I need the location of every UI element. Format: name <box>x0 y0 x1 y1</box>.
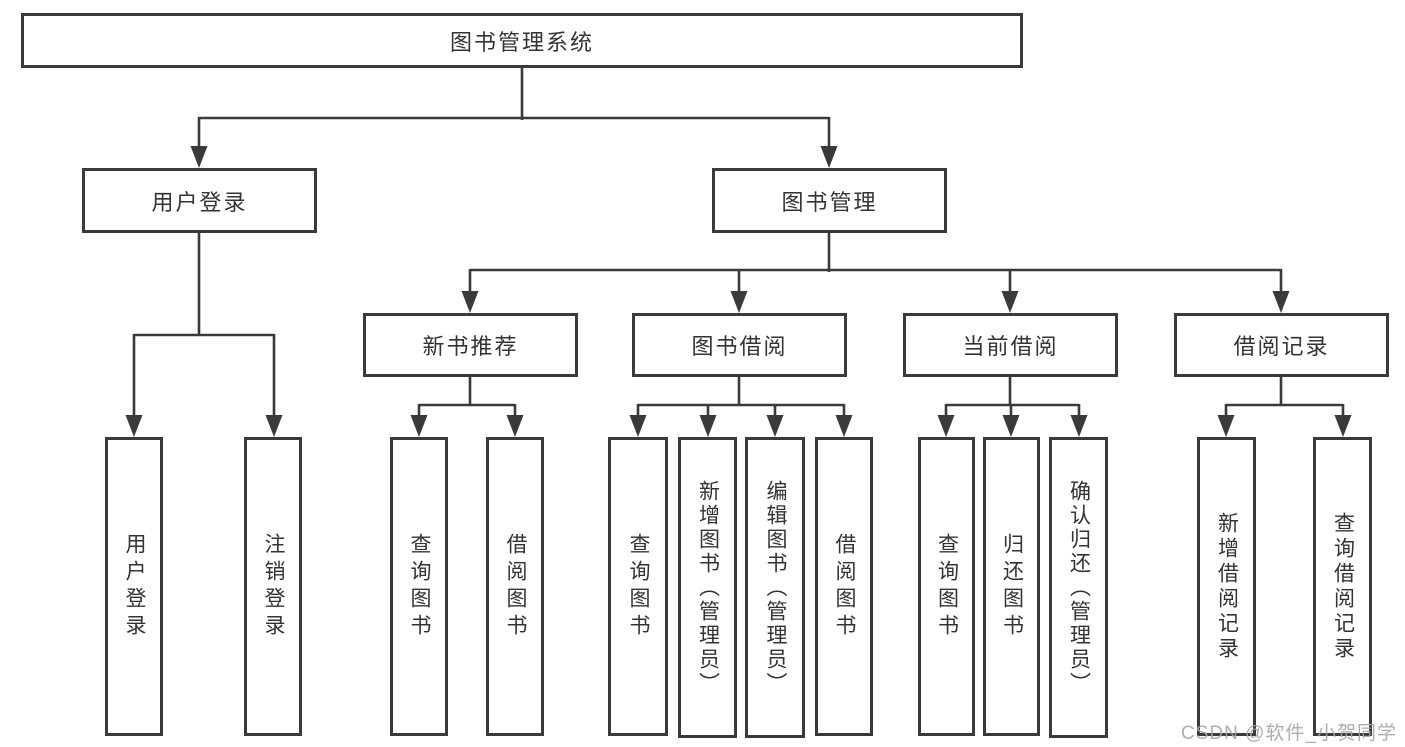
node-recommend-query-books: 查询图书 <box>390 437 448 736</box>
arrowhead-icon <box>1002 415 1020 437</box>
arrowhead-icon <box>937 415 955 437</box>
node-root: 图书管理系统 <box>21 13 1023 68</box>
arrowhead-icon <box>699 415 717 437</box>
arrowhead-icon <box>190 146 208 168</box>
arrowhead-icon <box>1272 291 1290 313</box>
arrowhead-icon <box>730 291 748 313</box>
arrowhead-icon <box>265 415 283 437</box>
node-book-borrow-label: 图书借阅 <box>691 334 788 359</box>
node-borrow-records-label: 借阅记录 <box>1233 334 1330 359</box>
arrowhead-icon <box>1334 415 1352 437</box>
arrowhead-icon <box>1001 291 1019 313</box>
arrowhead-icon <box>506 415 524 437</box>
node-borrow-add-books-admin: 新增图书（管理员） <box>678 437 737 738</box>
node-current-confirm-return-admin: 确认归还（管理员） <box>1049 437 1108 738</box>
node-book-management-label: 图书管理 <box>781 189 878 215</box>
node-records-add-record: 新增借阅记录 <box>1197 437 1256 736</box>
arrowhead-icon <box>1217 415 1235 437</box>
node-borrow-edit-books-admin: 编辑图书（管理员） <box>745 437 805 738</box>
arrowhead-icon <box>1070 415 1088 437</box>
node-borrow-borrow-books: 借阅图书 <box>815 437 873 736</box>
node-root-label: 图书管理系统 <box>449 29 594 55</box>
arrowhead-icon <box>125 415 143 437</box>
arrowhead-icon <box>461 291 479 313</box>
node-borrow-query-books: 查询图书 <box>608 437 668 736</box>
arrowhead-icon <box>766 415 784 437</box>
node-user-login-label: 用户登录 <box>151 189 248 215</box>
node-login-logout: 注销登录 <box>244 437 302 736</box>
node-login-user: 用户登录 <box>105 437 163 736</box>
node-book-management: 图书管理 <box>712 168 947 233</box>
watermark: CSDN @软件_小贺同学 <box>1181 723 1397 744</box>
arrowhead-icon <box>629 415 647 437</box>
node-current-borrow-label: 当前借阅 <box>962 334 1059 359</box>
node-user-login: 用户登录 <box>82 168 317 233</box>
node-new-book-recommend: 新书推荐 <box>363 313 578 377</box>
node-borrow-records: 借阅记录 <box>1174 313 1389 377</box>
node-current-query-books: 查询图书 <box>918 437 975 736</box>
arrowhead-icon <box>410 415 428 437</box>
node-book-borrow: 图书借阅 <box>632 313 847 377</box>
arrowhead-icon <box>835 415 853 437</box>
node-new-book-recommend-label: 新书推荐 <box>422 334 519 359</box>
node-current-borrow: 当前借阅 <box>903 313 1118 377</box>
node-recommend-borrow-books: 借阅图书 <box>486 437 544 736</box>
arrowhead-icon <box>820 146 838 168</box>
node-current-return-books: 归还图书 <box>983 437 1040 736</box>
node-records-query-record: 查询借阅记录 <box>1313 437 1372 736</box>
